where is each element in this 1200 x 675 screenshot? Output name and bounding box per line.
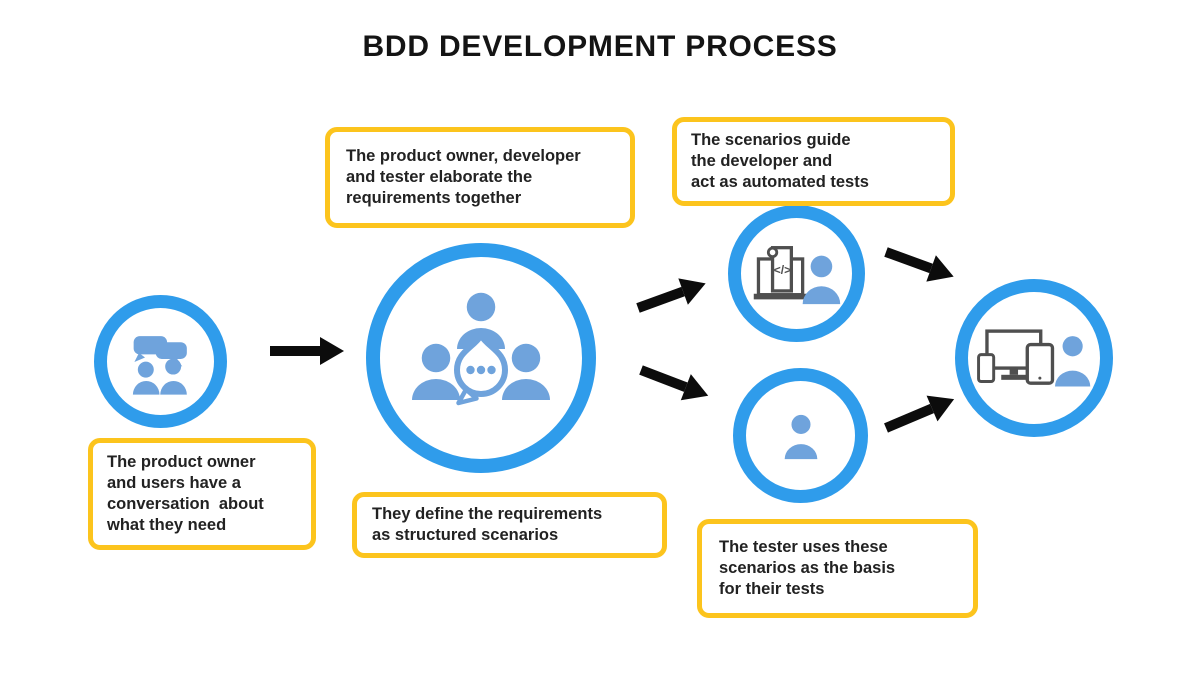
single-person-icon [784,414,817,459]
three-people-discussion-bubble-icon [412,292,550,406]
two-people-speech-bubbles-icon [132,335,187,395]
node-tester-circle [733,368,868,503]
node-developer-circle: </> [728,205,865,342]
callout-conversation: The product owner and users have a conve… [88,438,316,550]
code-scroll-with-person-icon: </> [753,245,840,304]
callout-elaborate-requirements: The product owner, developer and tester … [325,127,635,228]
callout-tester-uses: The tester uses these scenarios as the b… [697,519,978,618]
callout-scenarios-guide: The scenarios guide the developer and ac… [672,117,955,206]
node-product-circle [955,279,1113,437]
arrow-shaft [636,286,685,313]
node-elaboration-circle [366,243,596,473]
speech-bubble-outline [454,332,508,397]
arrow-shaft [884,247,933,274]
arrow-step2-to-step3 [633,270,711,321]
devices-with-person-icon [977,329,1091,387]
arrow-step4-to-step5 [881,386,960,441]
page-title: BDD DEVELOPMENT PROCESS [362,30,838,63]
arrow-step1-to-step2 [270,337,344,365]
arrow-shaft [270,346,320,356]
arrow-head [678,270,711,305]
arrow-step3-to-step5 [881,239,959,290]
callout-define-requirements: They define the requirements as structur… [352,492,667,558]
code-glyph: </> [773,263,791,277]
arrow-head [320,337,344,365]
arrow-shaft [639,365,688,392]
arrow-shaft [884,403,934,433]
node-conversation-circle [94,295,227,428]
arrow-head [680,374,714,409]
arrow-step2-to-step4 [636,357,714,409]
arrow-head [926,255,959,290]
arrow-head [926,386,960,422]
